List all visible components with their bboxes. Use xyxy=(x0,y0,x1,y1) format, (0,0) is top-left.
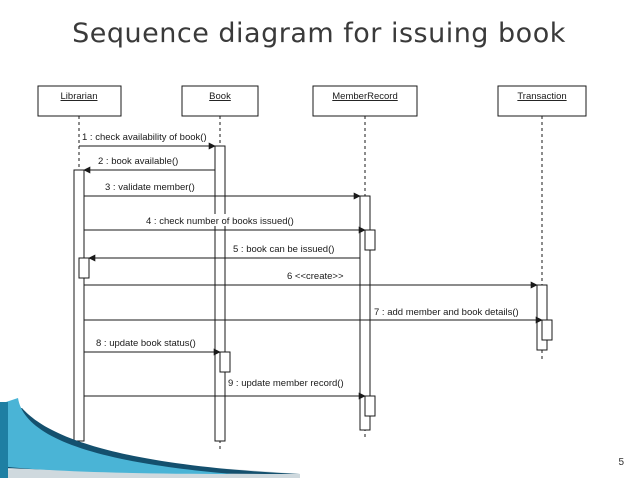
message-label-bg-7 xyxy=(372,305,532,317)
message-label-5: 5 : book can be issued() xyxy=(233,244,334,255)
lifeline-label-librarian: Librarian xyxy=(61,91,98,102)
activation-memberrecord-self-2 xyxy=(364,395,376,417)
lifeline-label-book: Book xyxy=(209,91,231,102)
message-label-8: 8 : update book status() xyxy=(96,338,196,349)
activation-memberrecord-self xyxy=(364,229,376,251)
message-label-bg-4 xyxy=(144,214,312,226)
swoosh-edge xyxy=(0,402,8,478)
message-label-9: 9 : update member record() xyxy=(228,378,344,389)
activation-book-self xyxy=(219,351,231,373)
lifeline-label-transaction: Transaction xyxy=(517,91,566,102)
message-label-bg-1 xyxy=(80,130,214,142)
activation-transaction-self xyxy=(541,319,553,341)
swoosh-light xyxy=(0,398,232,474)
message-label-2: 2 : book available() xyxy=(98,156,178,167)
message-label-3: 3 : validate member() xyxy=(105,182,195,193)
slide-title: Sequence diagram for issuing book xyxy=(72,18,566,49)
activation-librarian xyxy=(73,169,85,442)
lifeline-box-transaction xyxy=(497,85,587,117)
lifeline-box-librarian xyxy=(37,85,122,117)
page-number: 5 xyxy=(618,457,624,468)
lifeline-label-memberrecord: MemberRecord xyxy=(332,91,397,102)
activation-book xyxy=(214,145,226,442)
activation-memberrecord xyxy=(359,195,371,431)
lifeline-box-book xyxy=(181,85,259,117)
message-label-1: 1 : check availability of book() xyxy=(82,132,207,143)
message-label-7: 7 : add member and book details() xyxy=(374,307,519,318)
message-label-4: 4 : check number of books issued() xyxy=(146,216,294,227)
activation-librarian-self xyxy=(78,257,90,279)
message-label-6: 6 <<create>> xyxy=(287,271,344,282)
